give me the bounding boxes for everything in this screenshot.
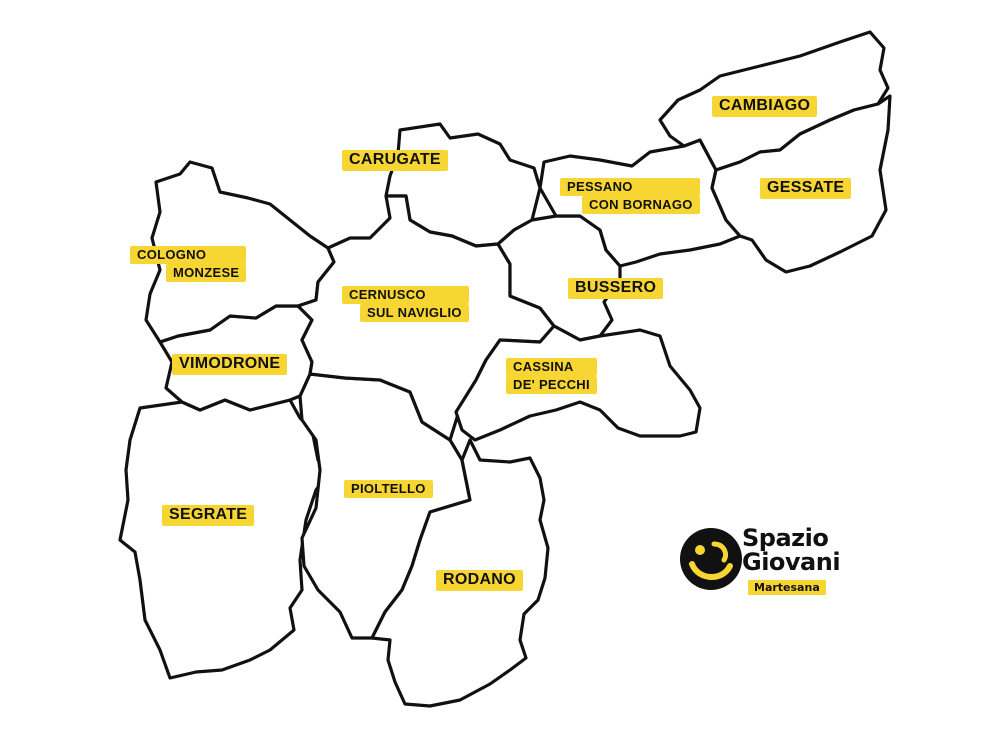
- label-carugate-text: CARUGATE: [342, 150, 448, 171]
- label-pioltello-text: PIOLTELLO: [344, 480, 433, 498]
- label-rodano: RODANO: [436, 570, 523, 591]
- label-cassina: CASSINA DE' PECCHI: [506, 358, 597, 394]
- label-pioltello: PIOLTELLO: [344, 480, 433, 498]
- label-bussero: BUSSERO: [568, 278, 664, 299]
- label-cologno-line2: MONZESE: [166, 264, 247, 282]
- label-cernusco-line1: CERNUSCO: [342, 286, 469, 304]
- label-cernusco: CERNUSCO SUL NAVIGLIO: [342, 286, 469, 322]
- logo-word-1: Spazio: [742, 524, 829, 552]
- label-gessate-text: GESSATE: [760, 178, 852, 199]
- label-cassina-line1: CASSINA: [506, 358, 597, 376]
- label-vimodrone-text: VIMODRONE: [172, 354, 288, 375]
- label-rodano-text: RODANO: [436, 570, 523, 591]
- label-carugate: CARUGATE: [342, 150, 448, 171]
- label-cambiago-text: CAMBIAGO: [712, 96, 818, 117]
- label-cernusco-line2: SUL NAVIGLIO: [360, 304, 469, 322]
- label-pessano-line1: PESSANO: [560, 178, 700, 196]
- label-pessano: PESSANO CON BORNAGO: [560, 178, 700, 214]
- logo-word-2: Giovani: [742, 548, 841, 576]
- logo-word-3: Martesana: [748, 580, 826, 595]
- label-cologno: COLOGNO MONZESE: [130, 246, 247, 282]
- label-cassina-line2: DE' PECCHI: [506, 376, 597, 394]
- label-pessano-line2: CON BORNAGO: [582, 196, 700, 214]
- label-vimodrone: VIMODRONE: [172, 354, 288, 375]
- label-segrate: SEGRATE: [162, 505, 255, 526]
- label-bussero-text: BUSSERO: [568, 278, 664, 299]
- spazio-giovani-logo: Spazio Giovani Martesana: [678, 522, 848, 602]
- smiley-icon: [680, 528, 742, 590]
- label-gessate: GESSATE: [760, 178, 852, 199]
- label-segrate-text: SEGRATE: [162, 505, 255, 526]
- label-cambiago: CAMBIAGO: [712, 96, 818, 117]
- area-segrate[interactable]: [118, 398, 332, 680]
- label-cologno-line1: COLOGNO: [130, 246, 247, 264]
